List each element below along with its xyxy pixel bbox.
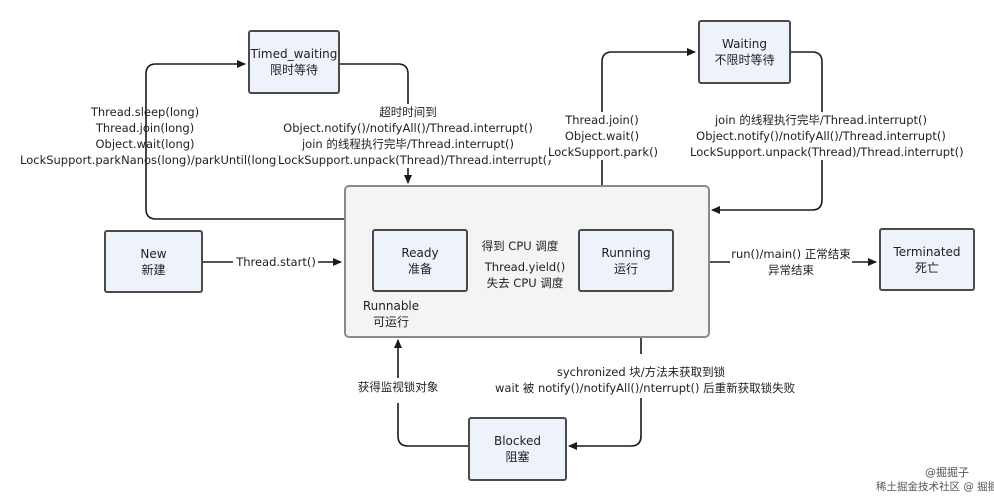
label-ready-to-running: 得到 CPU 调度: [481, 239, 559, 253]
state-running: Running 运行: [578, 229, 674, 292]
label-from-timed-waiting: 超时时间到 Object.notify()/notifyAll()/Thread…: [278, 104, 552, 168]
state-subtitle: 运行: [613, 261, 638, 276]
state-waiting: Waiting 不限时等待: [698, 20, 791, 84]
state-title: Terminated: [893, 244, 961, 259]
state-subtitle: 死亡: [914, 260, 939, 275]
state-terminated: Terminated 死亡: [879, 228, 975, 291]
state-title: Ready: [401, 245, 439, 260]
state-new: New 新建: [104, 230, 203, 293]
label-to-timed-waiting: Thread.sleep(long) Thread.join(long) Obj…: [20, 105, 281, 167]
state-subtitle: 新建: [141, 262, 166, 277]
state-ready: Ready 准备: [372, 229, 468, 292]
arrow-to-waiting: [601, 48, 696, 185]
arrow-to-timed-waiting: [145, 60, 344, 220]
state-title: Running: [601, 245, 651, 260]
state-blocked: Blocked 阻塞: [468, 417, 567, 481]
state-title: Waiting: [721, 37, 768, 51]
state-subtitle: 限时等待: [269, 63, 318, 77]
state-title: Blocked: [493, 434, 542, 448]
state-subtitle: 准备: [407, 261, 432, 276]
state-title: New: [140, 246, 167, 261]
label-to-blocked: sychronized 块/方法未获取到锁 wait 被 notify()/no…: [495, 365, 796, 395]
label-to-terminated: run()/main() 正常结束 异常结束: [731, 247, 851, 277]
watermark-site: 稀土掘金技术社区 @ 掘掘子: [876, 481, 994, 493]
label-from-blocked: 获得监视锁对象: [357, 380, 439, 394]
state-subtitle: 阻塞: [505, 450, 530, 464]
state-timed-waiting: Timed_waiting 限时等待: [248, 30, 340, 94]
label-running-to-ready: Thread.yield() 失去 CPU 调度: [484, 260, 566, 290]
state-title: Timed_waiting: [250, 47, 338, 61]
watermark-handle: @掘掘子: [925, 466, 969, 479]
arrow-from-blocked: [397, 403, 468, 447]
label-start: Thread.start(): [236, 255, 316, 269]
label-from-waiting: join 的线程执行完毕/Thread.interrupt() Object.n…: [690, 112, 964, 160]
label-to-waiting: Thread.join() Object.wait() LockSupport.…: [548, 112, 659, 160]
state-subtitle: 不限时等待: [714, 53, 775, 67]
arrow-from-timed-waiting: [340, 63, 412, 184]
runnable-label: Runnable 可运行: [362, 299, 420, 329]
